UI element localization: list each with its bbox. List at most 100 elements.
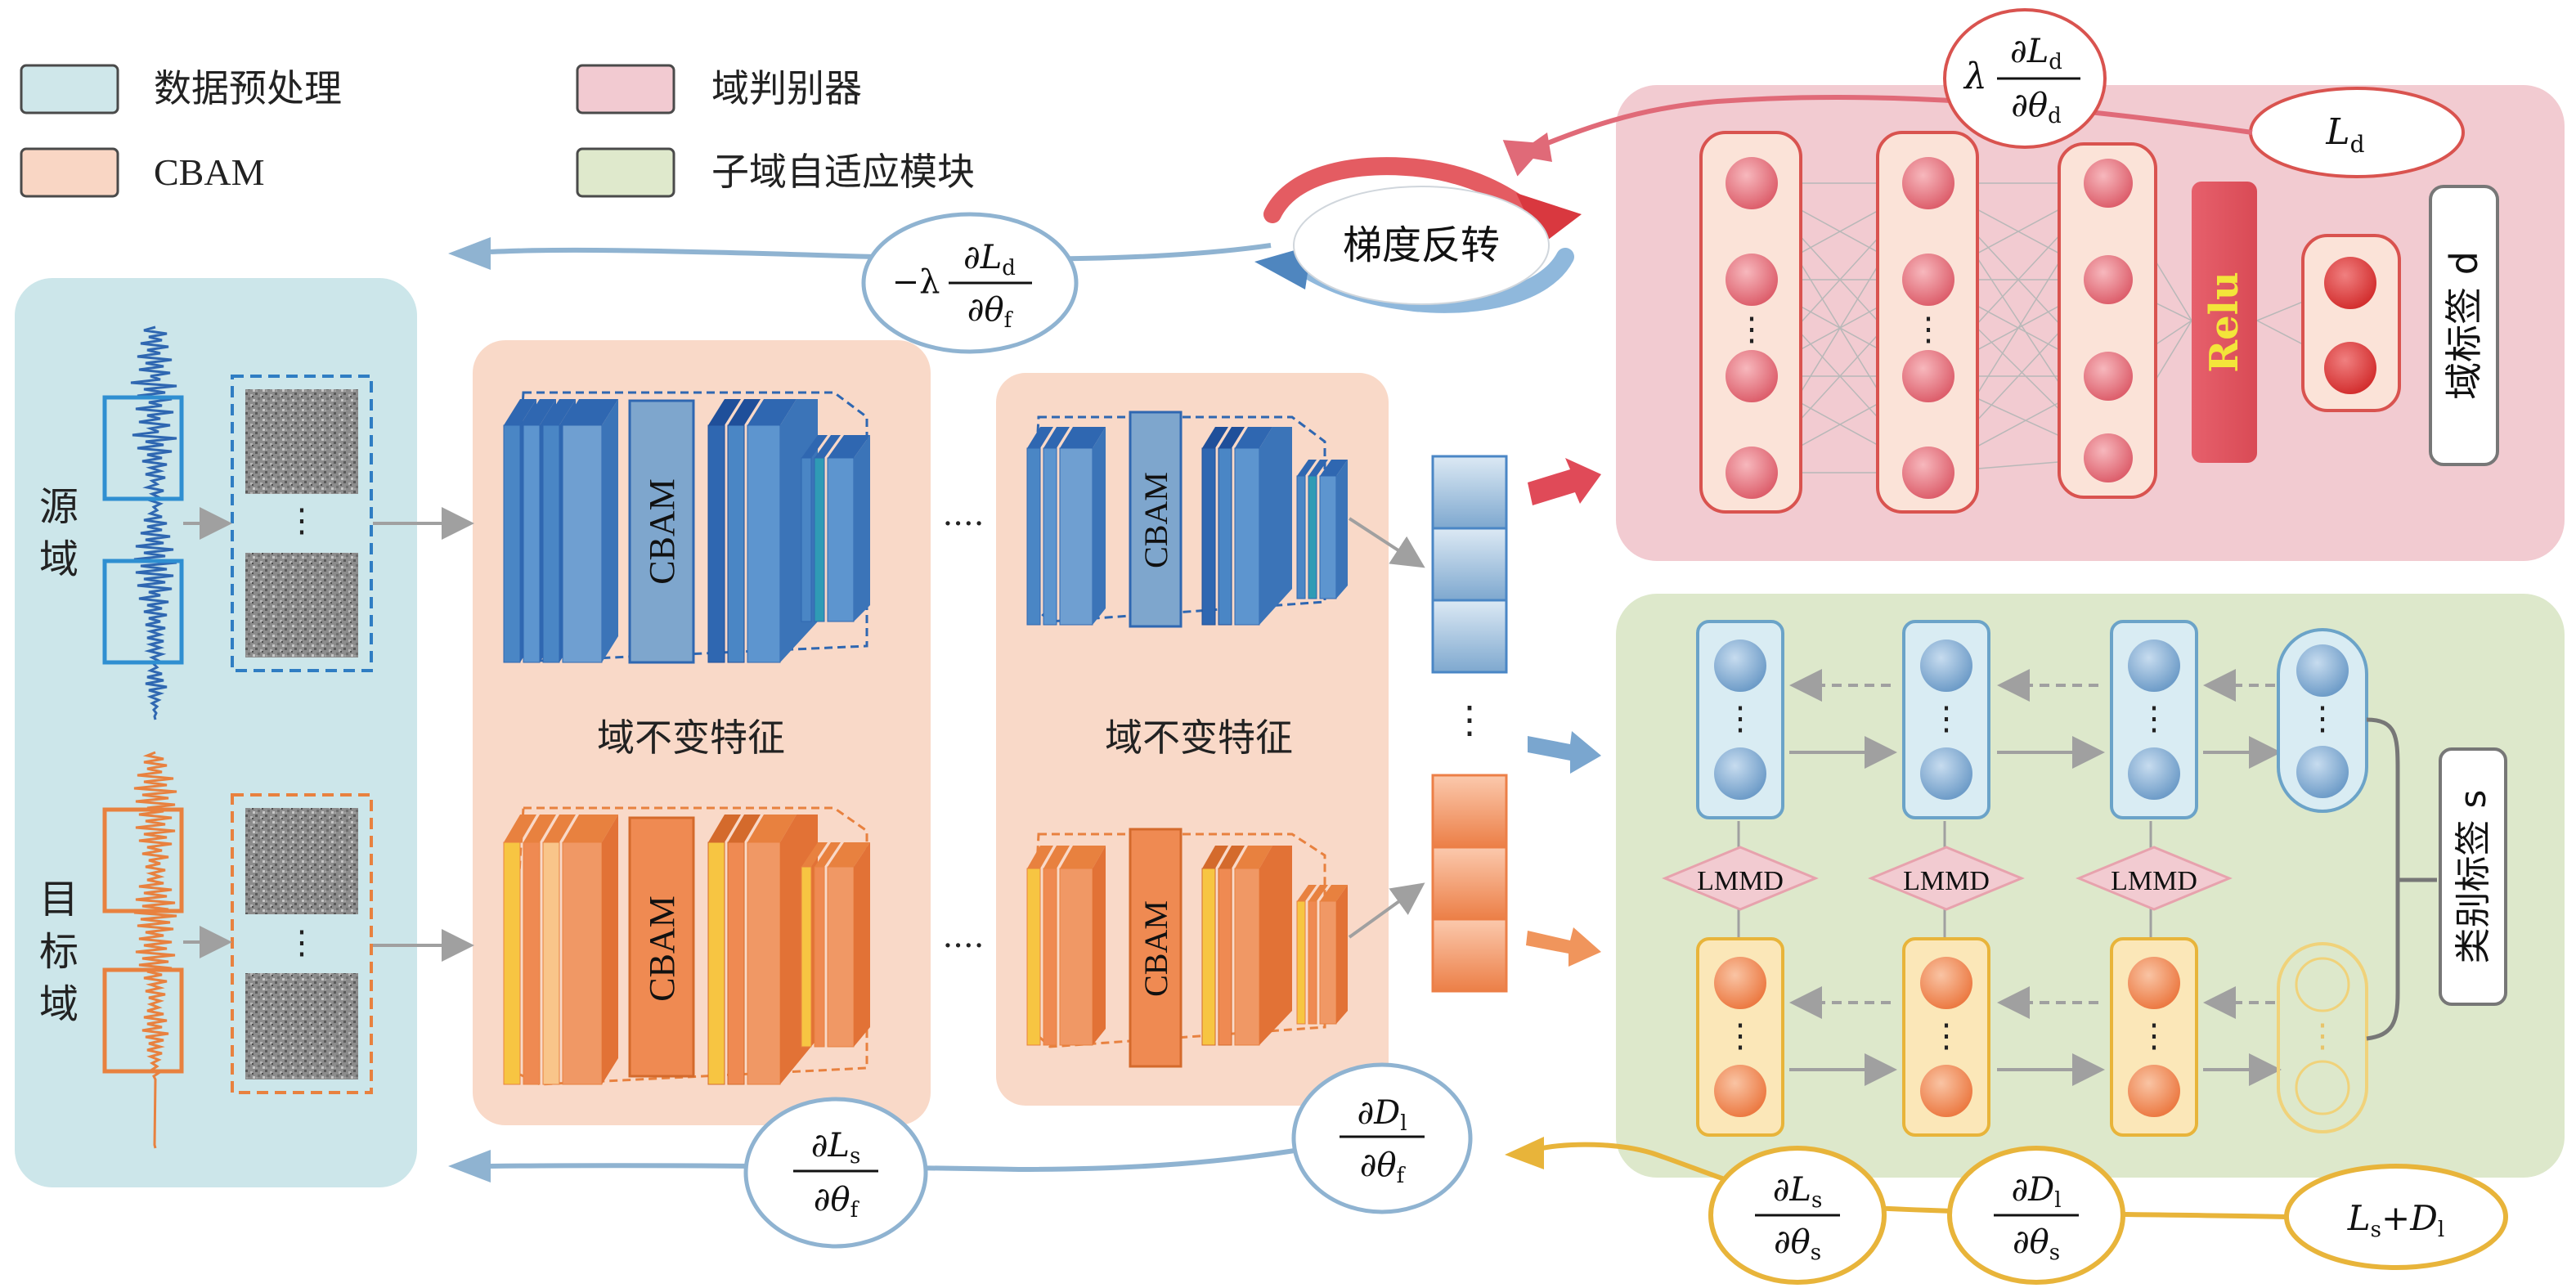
orange-arrow-to-subdomain [1526, 927, 1601, 967]
class-label-box [2439, 747, 2507, 1006]
red-backprop-arrow [1502, 94, 2253, 177]
target-sample-1 [245, 808, 358, 914]
grad-discriminator-formula: λ ∂Ld ∂θd [1963, 33, 2080, 128]
preprocess-panel [15, 278, 417, 1187]
svg-text:∂θd: ∂θd [2011, 87, 2061, 128]
target-domain-label: 目标域 [39, 877, 79, 1027]
discriminator-output-layer [2301, 234, 2401, 412]
gradient-reversal-node: 梯度反转 [1254, 157, 1582, 313]
target-samples-frame [231, 793, 373, 1094]
target-sample-2 [245, 973, 358, 1079]
grad-ls-feature-ellipse [743, 1097, 928, 1249]
ellipsis-target: ···· [943, 927, 985, 965]
grad-dl-classifier-formula: ∂Dl ∂θs [1994, 1171, 2079, 1265]
cbam-label-target-1: CBAM [642, 895, 682, 1002]
arrow-source-cnn-to-feature [1348, 517, 1425, 568]
svg-text:−λ: −λ [892, 263, 940, 301]
cbam-block-source-1 [628, 399, 695, 664]
legend: 数据预处理 域判别器 CBAM 子域自适应模块 [20, 64, 975, 198]
blue-backprop-arrow-bottom [490, 1147, 1301, 1173]
legend-swatch-discriminator [576, 64, 675, 114]
class-label-text: 类别标签 s [2453, 790, 2494, 964]
source-cnn-block-1: CBAM [503, 391, 870, 664]
red-arrow-to-discriminator [1528, 458, 1601, 505]
svg-text:⋮: ⋮ [2138, 1017, 2170, 1055]
svg-text:∂Dl: ∂Dl [2011, 1171, 2061, 1213]
source-window-2 [102, 559, 184, 665]
cbam-label-source-1: CBAM [642, 478, 682, 585]
legend-swatch-cbam [20, 147, 119, 198]
legend-label-discriminator: 域判别器 [711, 66, 862, 110]
source-sample-2 [245, 553, 358, 657]
svg-text:∂θf: ∂θf [1360, 1147, 1407, 1188]
cbam-block-source-2 [1129, 411, 1183, 628]
target-signal [102, 751, 184, 1149]
target-window-2 [102, 967, 184, 1074]
svg-text:⋮: ⋮ [2306, 1017, 2339, 1055]
blue-backprop-arrow-top [490, 243, 1272, 262]
loss-total-label: Ls+Dl [2347, 1198, 2444, 1242]
svg-text:∂Ld: ∂Ld [2010, 33, 2062, 74]
svg-text:LMMD: LMMD [2111, 866, 2197, 896]
legend-swatch-preprocess [20, 64, 119, 114]
svg-text:λ: λ [1963, 56, 1987, 97]
subdomain-source-layer-3: ⋮ [2110, 620, 2198, 819]
svg-text:LMMD: LMMD [1697, 866, 1784, 896]
source-samples: ⋮ [231, 375, 373, 672]
blue-backprop-arrowhead-bottom [448, 1150, 491, 1183]
legend-label-preprocess: 数据预处理 [154, 66, 342, 110]
ellipsis-source: ···· [943, 505, 985, 543]
domain-label-box [2429, 185, 2499, 466]
feature-vdots: ⋮ [1451, 698, 1488, 742]
gold-backprop-arrowhead [1505, 1137, 1544, 1169]
svg-text:⋮: ⋮ [2138, 700, 2170, 738]
legend-label-cbam: CBAM [154, 151, 264, 193]
source-feature-vector [1431, 455, 1508, 674]
invariant-feature-label-2: 域不变特征 [1105, 716, 1293, 760]
target-feature-vector [1431, 774, 1508, 993]
target-cnn-block-2: CBAM [1026, 828, 1348, 1068]
svg-text:⋮: ⋮ [2306, 700, 2339, 738]
blue-arrow-to-subdomain [1528, 731, 1601, 774]
subdomain-target-layer-3: ⋮ [2110, 937, 2198, 1137]
target-samples: ⋮ [231, 793, 373, 1094]
discriminator-layer-3 [2058, 142, 2157, 499]
svg-text:∂Ls: ∂Ls [811, 1127, 861, 1169]
cbam-block-target-1 [628, 816, 695, 1078]
invariant-feature-label-1: 域不变特征 [597, 716, 785, 760]
svg-text:∂Ld: ∂Ld [963, 239, 1016, 280]
discriminator-layer-1: ⋮ [1699, 131, 1802, 514]
target-window-1 [102, 807, 184, 913]
cbam-label-source-2: CBAM [1138, 472, 1174, 568]
source-samples-dots: ⋮ [285, 502, 318, 540]
loss-ld-label: Ld [2325, 111, 2364, 158]
svg-text:⋮: ⋮ [1930, 1017, 1963, 1055]
svg-text:⋮: ⋮ [1724, 1017, 1757, 1055]
cbam-label-target-2: CBAM [1138, 900, 1174, 997]
blue-backprop-arrowhead-top [448, 237, 491, 270]
discriminator-layer-2: ⋮ [1876, 131, 1979, 514]
lmmd-node-3: LMMD [2076, 846, 2233, 911]
svg-text:∂θs: ∂θs [1774, 1223, 1821, 1265]
svg-text:∂Ls: ∂Ls [1773, 1171, 1823, 1213]
source-waveform [130, 325, 177, 720]
target-samples-dots: ⋮ [285, 924, 318, 962]
relu-block [2192, 182, 2257, 463]
source-window-1 [102, 395, 184, 501]
gradient-reversal-ellipse [1293, 186, 1550, 305]
subdomain-source-layer-2: ⋮ [1902, 620, 1990, 819]
subdomain-target-layer-1: ⋮ [1696, 937, 1784, 1137]
source-cnn-layers-right [707, 399, 870, 663]
svg-text:∂θs: ∂θs [2013, 1223, 2060, 1265]
cbam-block-target-2 [1129, 828, 1183, 1068]
red-backprop-arrowhead [1515, 132, 1552, 162]
source-cnn-layers-left [503, 399, 618, 663]
svg-text:⋮: ⋮ [1912, 311, 1945, 348]
subdomain-target-layer-2: ⋮ [1902, 937, 1990, 1137]
relu-label: Relu [2201, 272, 2247, 373]
source-cnn-block-2: CBAM [1026, 411, 1348, 628]
legend-swatch-subdomain [576, 147, 675, 198]
grad-ls-feature-formula: ∂Ls ∂θf [793, 1127, 878, 1223]
svg-text:∂Dl: ∂Dl [1357, 1094, 1407, 1136]
